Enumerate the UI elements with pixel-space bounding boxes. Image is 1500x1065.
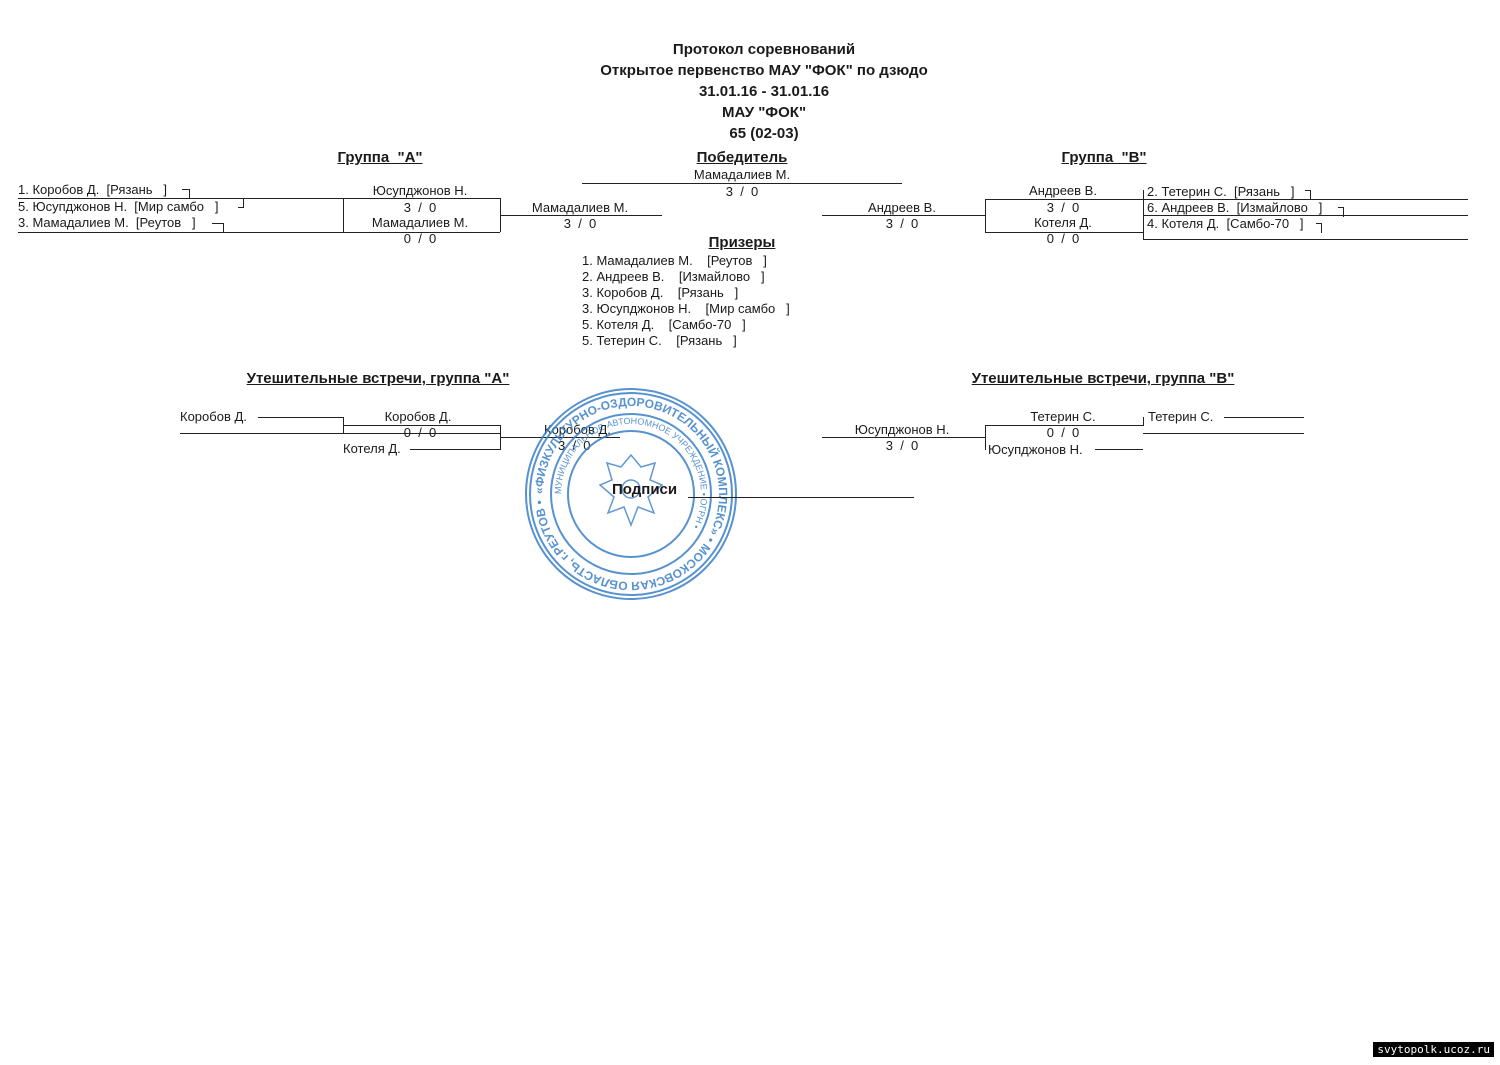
group-a-entry-3: 3. Мамадалиев М. [Реутов ] bbox=[18, 215, 196, 230]
bracket-line bbox=[1095, 449, 1143, 450]
bracket-line bbox=[1343, 207, 1344, 217]
bracket-line bbox=[1143, 215, 1468, 216]
bracket-line bbox=[18, 198, 343, 199]
bracket-line bbox=[343, 425, 500, 426]
winner-title: Победитель bbox=[696, 149, 788, 166]
event-name: Открытое первенство МАУ "ФОК" по дзюдо bbox=[600, 62, 928, 79]
bracket-line bbox=[1310, 190, 1311, 200]
bracket-line bbox=[985, 232, 1143, 233]
group-a-match1-score: 3 / 0 bbox=[403, 200, 437, 215]
group-a-title: Группа "А" bbox=[337, 149, 423, 166]
group-a-entry-2: 5. Юсупджонов Н. [Мир самбо ] bbox=[18, 199, 219, 214]
bracket-line bbox=[1224, 417, 1304, 418]
svg-text:МУНИЦИПАЛЬНОЕ АВТОНОМНОЕ УЧРЕЖ: МУНИЦИПАЛЬНОЕ АВТОНОМНОЕ УЧРЕЖДЕНИЕ • ОГ… bbox=[553, 416, 709, 531]
bracket-line bbox=[985, 199, 1143, 200]
official-stamp-icon: «ФИЗКУЛЬТУРНО-ОЗДОРОВИТЕЛЬНЫЙ КОМПЛЕКС» … bbox=[525, 388, 737, 600]
consolation-a-match1-winner: Коробов Д. bbox=[384, 409, 452, 424]
group-a-entry-1: 1. Коробов Д. [Рязань ] bbox=[18, 182, 168, 197]
consolation-b-final-score: 3 / 0 bbox=[885, 438, 919, 453]
bracket-line bbox=[1316, 223, 1322, 224]
prize-item-4: 3. Юсупджонов Н. [Мир самбо ] bbox=[582, 301, 790, 316]
group-b-entry-2: 6. Андреев В. [Измайлово ] bbox=[1147, 200, 1323, 215]
bracket-line bbox=[500, 215, 662, 216]
prize-item-5: 5. Котеля Д. [Самбо-70 ] bbox=[582, 317, 746, 332]
consolation-b-title: Утешительные встречи, группа "В" bbox=[971, 370, 1235, 387]
group-b-final-score: 3 / 0 bbox=[885, 216, 919, 231]
group-b-entry-3: 4. Котеля Д. [Самбо-70 ] bbox=[1147, 216, 1304, 231]
group-a-match1-winner: Юсупджонов Н. bbox=[372, 183, 468, 198]
document-title: Протокол соревнований bbox=[672, 41, 856, 58]
signatures-label: Подписи bbox=[612, 481, 678, 498]
consolation-a-final-score: 3 / 0 bbox=[558, 438, 591, 453]
bracket-line bbox=[1305, 190, 1311, 191]
consolation-a-start: Коробов Д. bbox=[180, 409, 247, 424]
bracket-line bbox=[238, 207, 244, 208]
consolation-a-match1-score: 0 / 0 bbox=[403, 425, 437, 440]
event-dates: 31.01.16 - 31.01.16 bbox=[698, 83, 830, 100]
bracket-line bbox=[182, 189, 190, 190]
bracket-line bbox=[1143, 199, 1468, 200]
bracket-line bbox=[18, 232, 343, 233]
bracket-line bbox=[243, 198, 244, 208]
bracket-line bbox=[343, 198, 344, 232]
consolation-b-match1-score: 0 / 0 bbox=[1046, 425, 1080, 440]
bracket-line bbox=[189, 189, 190, 199]
group-a-final-winner: Мамадалиев М. bbox=[531, 200, 629, 215]
group-a-match2-winner: Мамадалиев М. bbox=[371, 215, 469, 230]
bracket-line bbox=[343, 232, 500, 233]
prize-item-6: 5. Тетерин С. [Рязань ] bbox=[582, 333, 737, 348]
group-a-match2-score: 0 / 0 bbox=[403, 231, 437, 246]
prize-item-1: 1. Мамадалиев М. [Реутов ] bbox=[582, 253, 767, 268]
site-watermark: svytopolk.ucoz.ru bbox=[1373, 1042, 1494, 1057]
group-a-final-score: 3 / 0 bbox=[563, 216, 597, 231]
bracket-line bbox=[1143, 239, 1468, 240]
bracket-line bbox=[223, 223, 224, 233]
winner-line bbox=[582, 183, 902, 184]
bracket-line bbox=[410, 449, 500, 450]
bracket-line bbox=[258, 417, 343, 418]
prize-item-2: 2. Андреев В. [Измайлово ] bbox=[582, 269, 765, 284]
bracket-line bbox=[985, 425, 986, 450]
bracket-line bbox=[985, 425, 1143, 426]
bracket-line bbox=[500, 437, 620, 438]
prizes-title: Призеры bbox=[708, 234, 776, 251]
bracket-line bbox=[985, 199, 986, 233]
group-b-match2-winner: Котеля Д. bbox=[1034, 215, 1092, 230]
bracket-line bbox=[180, 433, 500, 434]
event-venue: МАУ "ФОК" bbox=[721, 104, 807, 121]
bracket-line bbox=[822, 215, 985, 216]
winner-name: Мамадалиев М. bbox=[693, 167, 791, 182]
bracket-line bbox=[1321, 223, 1322, 233]
consolation-b-final-winner: Юсупджонов Н. bbox=[854, 422, 950, 437]
bracket-line bbox=[1338, 207, 1344, 208]
consolation-b-match1-winner: Тетерин С. bbox=[1030, 409, 1096, 424]
consolation-b-other: Юсупджонов Н. bbox=[988, 442, 1083, 457]
signature-line bbox=[688, 497, 914, 498]
group-b-match1-score: 3 / 0 bbox=[1046, 200, 1080, 215]
prize-item-3: 3. Коробов Д. [Рязань ] bbox=[582, 285, 739, 300]
bracket-line bbox=[343, 198, 500, 199]
group-b-match1-winner: Андреев В. bbox=[1029, 183, 1097, 198]
bracket-line bbox=[1143, 433, 1304, 434]
bracket-line bbox=[1143, 417, 1144, 426]
group-b-entry-1: 2. Тетерин С. [Рязань ] bbox=[1147, 184, 1295, 199]
consolation-b-start: Тетерин С. bbox=[1148, 409, 1214, 424]
bracket-line bbox=[822, 437, 985, 438]
stamp-inner-text: МУНИЦИПАЛЬНОЕ АВТОНОМНОЕ УЧРЕЖДЕНИЕ • ОГ… bbox=[553, 416, 709, 531]
bracket-line bbox=[212, 223, 224, 224]
group-b-final-winner: Андреев В. bbox=[868, 200, 936, 215]
consolation-a-other: Котеля Д. bbox=[343, 441, 401, 456]
winner-score: 3 / 0 bbox=[725, 184, 759, 199]
group-b-title: Группа "В" bbox=[1061, 149, 1147, 166]
group-b-match2-score: 0 / 0 bbox=[1046, 231, 1080, 246]
weight-category: 65 (02-03) bbox=[729, 125, 799, 142]
consolation-a-title: Утешительные встречи, группа "А" bbox=[246, 370, 510, 387]
